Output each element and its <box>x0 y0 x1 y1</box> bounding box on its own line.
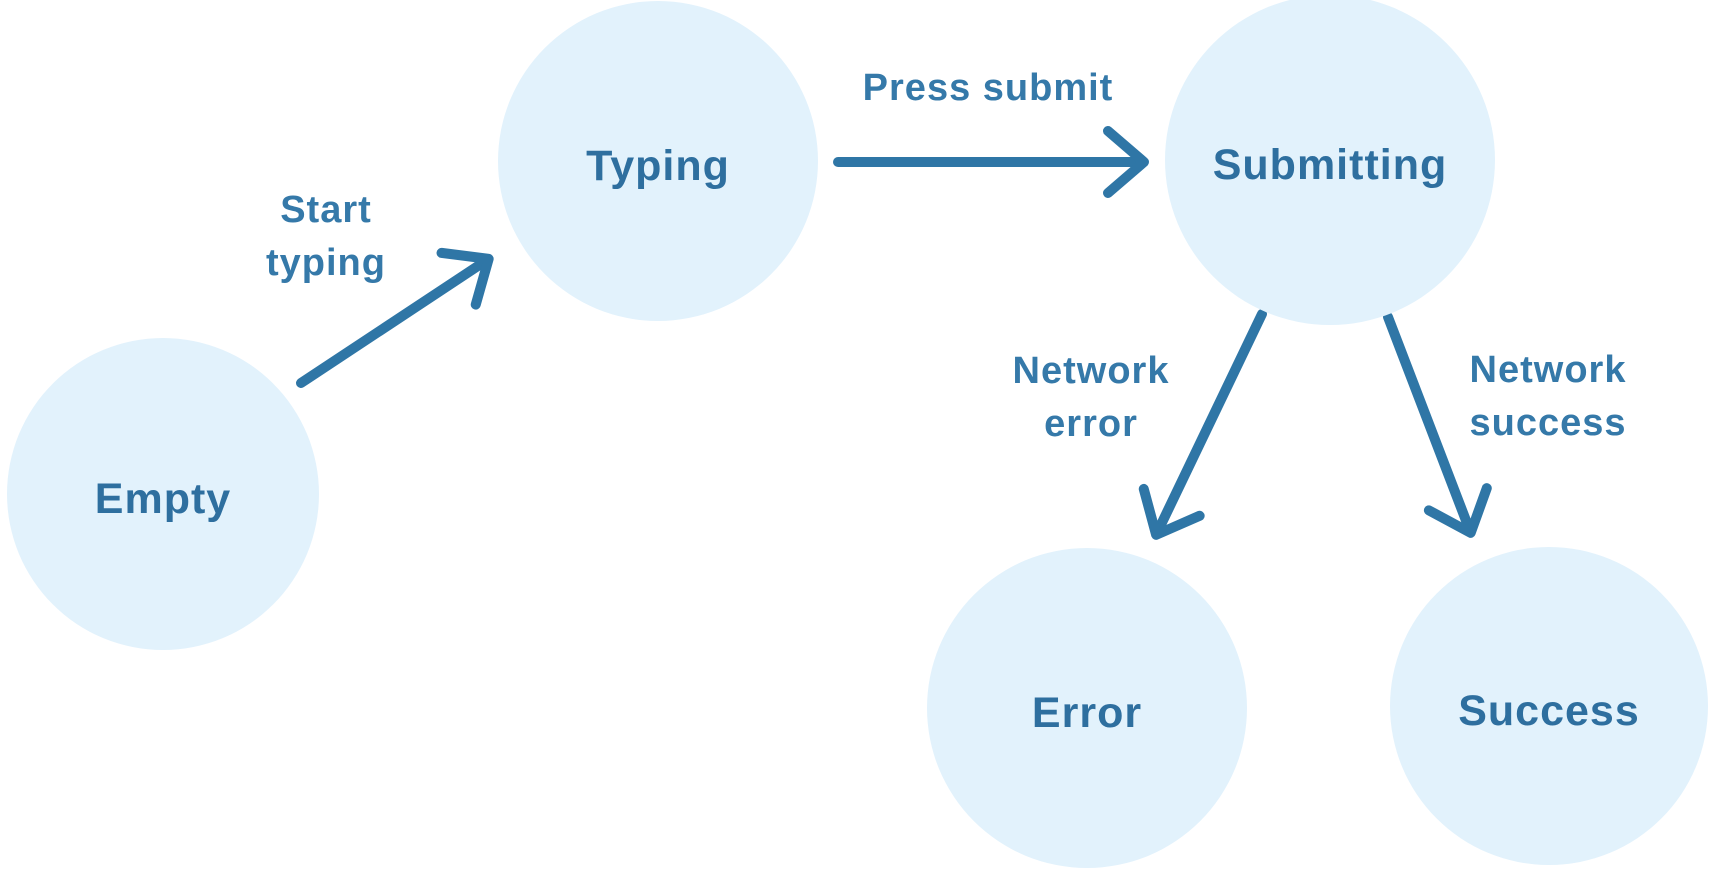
state-typing-circle <box>498 1 818 321</box>
transition-press-submit-label: Press submit <box>863 67 1114 109</box>
state-empty-label: Empty <box>95 475 231 523</box>
state-submitting-circle <box>1165 0 1495 325</box>
transition-start-typing-label: typing <box>266 242 386 284</box>
transition-network-error-label: error <box>1044 403 1138 445</box>
state-submitting-label: Submitting <box>1213 141 1448 189</box>
transition-network-success-label: success <box>1469 402 1626 444</box>
transition-network-success-arrow <box>1383 312 1492 538</box>
state-typing-label: Typing <box>586 142 730 190</box>
state-success-circle <box>1390 547 1708 865</box>
state-empty-circle <box>7 338 319 650</box>
transition-start-typing-arrow <box>296 247 494 388</box>
edges-layer <box>296 126 1492 540</box>
state-error-circle <box>927 548 1247 868</box>
state-error-label: Error <box>1032 689 1142 737</box>
transition-network-error-arrow <box>1138 309 1267 540</box>
transition-start-typing-label: Start <box>280 189 372 231</box>
transition-network-success-label: Network <box>1470 349 1627 391</box>
transition-network-error-label: Network <box>1013 350 1170 392</box>
state-success-label: Success <box>1458 687 1640 735</box>
